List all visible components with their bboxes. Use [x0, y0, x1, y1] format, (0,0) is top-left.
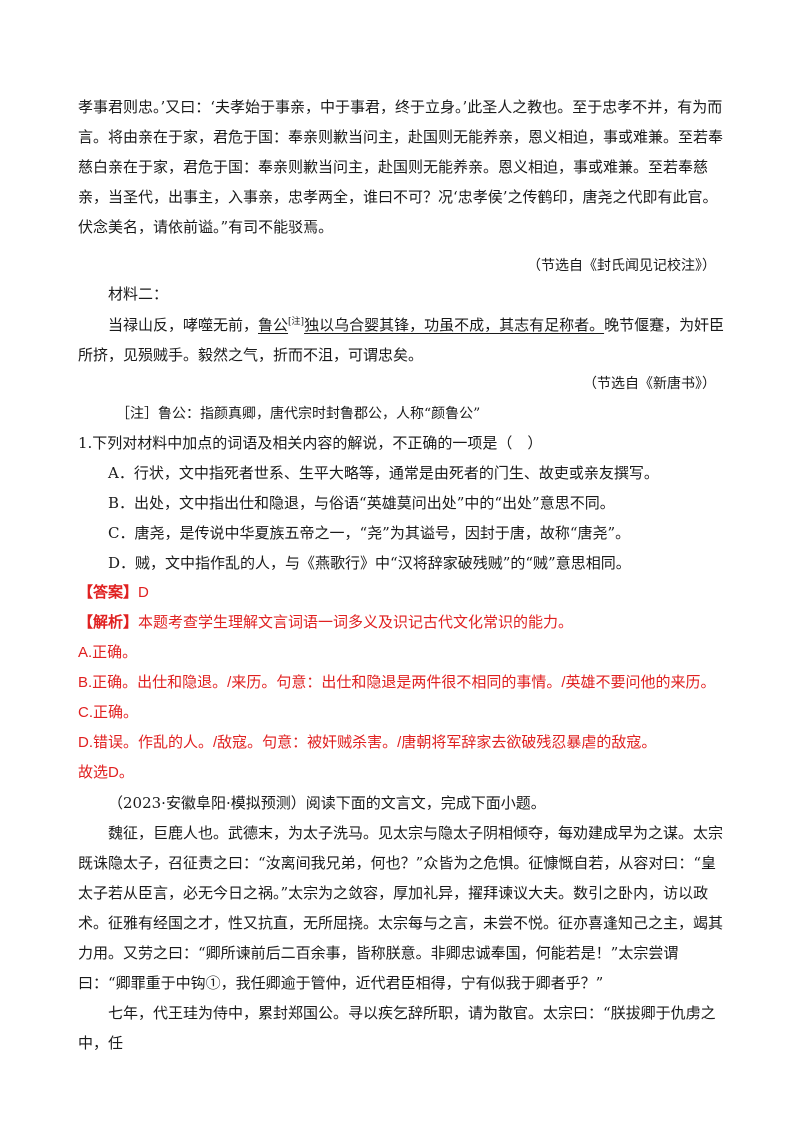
answer-value: D — [138, 584, 149, 601]
option-a: A．行状，文中指死者世系、生平大略等，通常是由死者的门生、故吏或亲友撰写。 — [108, 464, 659, 482]
analysis-tag: 【解析】 — [78, 614, 139, 631]
option-d: D．贼，文中指作乱的人，与《燕歌行》中“汉将辞家破残贼”的“贼”意思相同。 — [108, 554, 631, 572]
answer-tag: 【答案】 — [78, 584, 139, 601]
option-c: C．唐尧，是传说中华夏族五帝之一，“尧”为其谥号，因封于唐，故称“唐尧”。 — [108, 524, 631, 542]
analysis-c: C.正确。 — [78, 704, 139, 721]
analysis-d: D.错误。作乱的人。/敌寇。句意：被奸贼杀害。/唐朝将军辞家去欲破残忍暴虐的敌寇… — [78, 734, 657, 751]
underlined-phrase-lugong: 鲁公 — [258, 316, 289, 334]
option-b: B．出处，文中指出仕和隐退，与俗语“英雄莫问出处”中的“出处”意思不同。 — [108, 494, 615, 512]
underlined-phrase: 独以乌合婴其锋，功虽不成，其志有足称者。 — [304, 316, 605, 334]
material2-text-pre: 当禄山反，哮噬无前， — [108, 316, 259, 334]
passage2-paragraph-3: 七年，代王珪为侍中，累封郑国公。寻以疾乞辞所职，请为散官。太宗曰：“朕拔卿于仇虏… — [78, 1004, 716, 1052]
question-stem: 1.下列对材料中加点的词语及相关内容的解说，不正确的一项是（ ） — [78, 434, 543, 452]
analysis-line: 【解析】本题考查学生理解文言词语一词多义及识记古代文化常识的能力。 — [78, 613, 573, 633]
passage1-paragraph: 孝事君则忠。’又曰：‘夫孝始于事亲，中于事君，终于立身。’此圣人之教也。至于忠孝… — [78, 98, 724, 236]
analysis-conclusion: 故选D。 — [78, 764, 134, 781]
passage2-intro: （2023·安徽阜阳·模拟预测）阅读下面的文言文，完成下面小题。 — [108, 794, 546, 812]
note-marker: [注] — [288, 317, 305, 327]
material2-paragraph: 当禄山反，哮噬无前，鲁公[注]独以乌合婴其锋，功虽不成，其志有足称者。晚节偃蹇，… — [78, 310, 730, 370]
answer-line: 【答案】D — [78, 583, 149, 603]
passage1-source: （节选自《封氏闻见记校注》） — [527, 258, 716, 274]
material2-text-post: 晚节偃蹇，为奸臣所挤，见殒贼手。毅然之气，折而不沮，可谓忠矣。 — [78, 316, 725, 364]
material2-heading: 材料二： — [108, 285, 169, 303]
analysis-b: B.正确。出仕和隐退。/来历。句意：出仕和隐退是两件很不相同的事情。/英雄不要问… — [78, 674, 716, 691]
passage2-paragraph-1: 魏征，巨鹿人也。武德末，为太子洗马。见太宗与隐太子阴相倾夺，每劝建成早为之谋。太… — [78, 824, 724, 932]
passage2-paragraph-2: 征雅有经国之才，性又抗直，无所屈挠。太宗每与之言，未尝不悦。征亦喜逢知己之主，竭… — [78, 914, 724, 992]
analysis-a: A.正确。 — [78, 644, 138, 661]
footnote: ［注］鲁公：指颜真卿，唐代宗时封鲁郡公，人称“颜鲁公” — [116, 406, 481, 422]
analysis-text: 本题考查学生理解文言词语一词多义及识记古代文化常识的能力。 — [138, 614, 574, 631]
material2-source: （节选自《新唐书》） — [583, 376, 716, 392]
